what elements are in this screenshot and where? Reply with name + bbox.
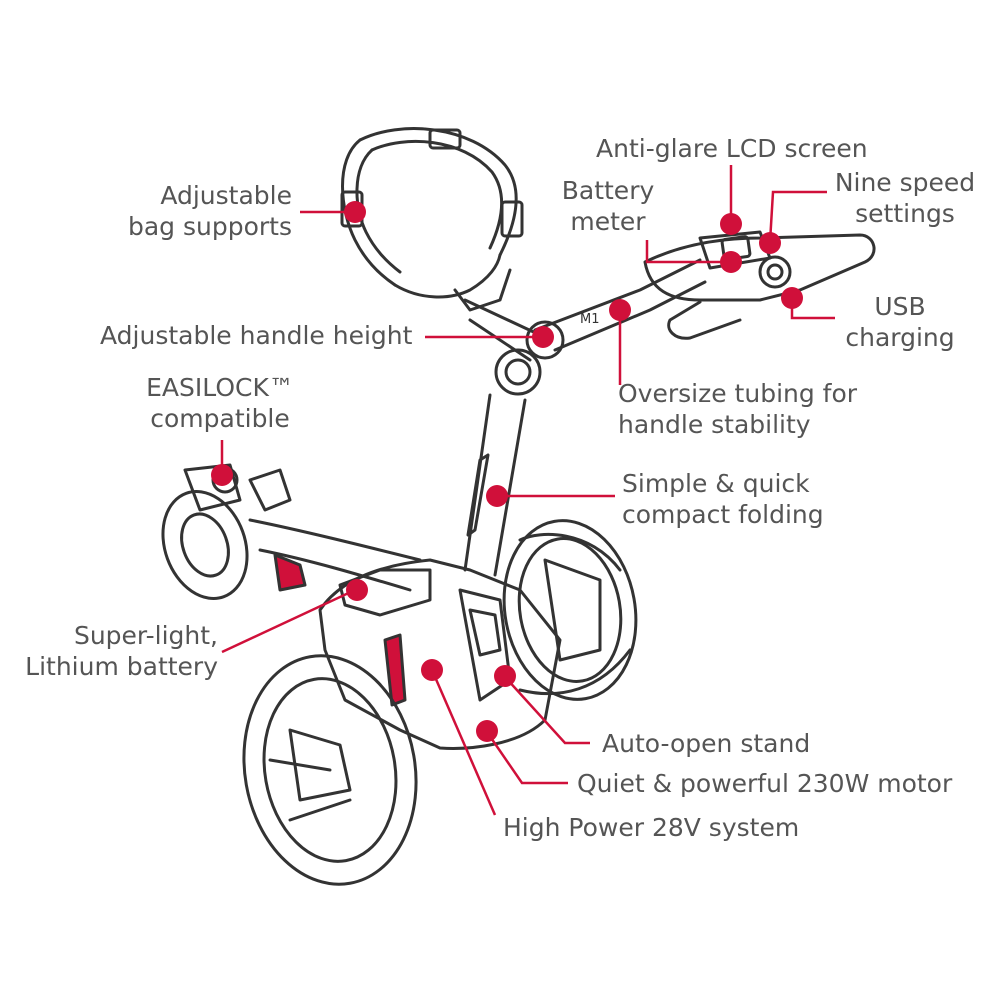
label-folding-line2: compact folding xyxy=(622,500,824,529)
callout-dot-battery-meter xyxy=(720,251,742,273)
lower-tube xyxy=(463,393,527,577)
label-lithium-battery: Super-light, Lithium battery xyxy=(20,620,218,682)
handle-frame: M1 xyxy=(463,258,707,396)
label-usb-charging-line2: charging xyxy=(845,323,955,352)
callout-dot-power xyxy=(421,659,443,681)
label-bag-supports-line2: bag supports xyxy=(127,212,292,241)
callout-dot-motor xyxy=(476,720,498,742)
label-oversize-tubing-line2: handle stability xyxy=(618,410,811,439)
label-power-system: High Power 28V system xyxy=(503,813,800,842)
label-battery-meter: Battery meter xyxy=(548,175,668,237)
label-easilock: EASILOCK™ compatible xyxy=(130,372,310,434)
label-battery-meter-line2: meter xyxy=(570,207,646,236)
label-nine-speed-line2: settings xyxy=(855,199,955,228)
callout-line-motor xyxy=(485,731,568,785)
label-battery-meter-line1: Battery xyxy=(561,176,655,205)
callout-dot-bag xyxy=(344,201,366,223)
callout-dot-easilock xyxy=(211,464,233,486)
label-handle-height: Adjustable handle height xyxy=(100,321,413,350)
label-bag-supports-line1: Adjustable xyxy=(160,181,292,210)
label-lithium-battery-line2: Lithium battery xyxy=(25,652,218,681)
callout-line-battery-meter xyxy=(645,240,730,264)
label-nine-speed: Nine speed settings xyxy=(830,167,980,229)
rear-left-wheel xyxy=(242,654,418,886)
label-folding: Simple & quick compact folding xyxy=(622,468,824,530)
label-motor: Quiet & powerful 230W motor xyxy=(577,769,953,798)
callout-line-power xyxy=(430,669,497,816)
callout-line-stand xyxy=(505,677,590,745)
callout-dot-battery xyxy=(346,579,368,601)
rear-right-wheel xyxy=(502,519,638,701)
label-oversize-tubing-line1: Oversize tubing for xyxy=(618,379,858,408)
label-usb-charging: USB charging xyxy=(838,291,962,353)
label-nine-speed-line1: Nine speed xyxy=(834,168,976,197)
callout-dot-handle-height xyxy=(532,326,554,348)
callout-dot-usb xyxy=(781,287,803,309)
model-badge: M1 xyxy=(580,312,600,327)
label-folding-line1: Simple & quick xyxy=(622,469,810,498)
label-easilock-line1: EASILOCK™ xyxy=(146,373,294,402)
label-oversize-tubing: Oversize tubing for handle stability xyxy=(618,378,857,440)
callout-line-nine-speed xyxy=(768,190,827,243)
label-usb-charging-line1: USB xyxy=(874,292,926,321)
callout-dot-nine-speed xyxy=(759,232,781,254)
label-lithium-battery-line1: Super-light, xyxy=(73,621,218,650)
label-auto-open-stand: Auto-open stand xyxy=(602,729,811,758)
label-bag-supports: Adjustable bag supports xyxy=(110,180,292,242)
callout-dot-lcd xyxy=(720,213,742,235)
bag-support-ring xyxy=(340,127,524,312)
callout-line-battery xyxy=(221,588,356,654)
callout-dot-folding xyxy=(486,485,508,507)
callout-dot-oversize xyxy=(609,299,631,321)
label-lcd-screen: Anti-glare LCD screen xyxy=(596,134,868,163)
label-easilock-line2: compatible xyxy=(150,404,290,433)
callout-dot-stand xyxy=(494,665,516,687)
